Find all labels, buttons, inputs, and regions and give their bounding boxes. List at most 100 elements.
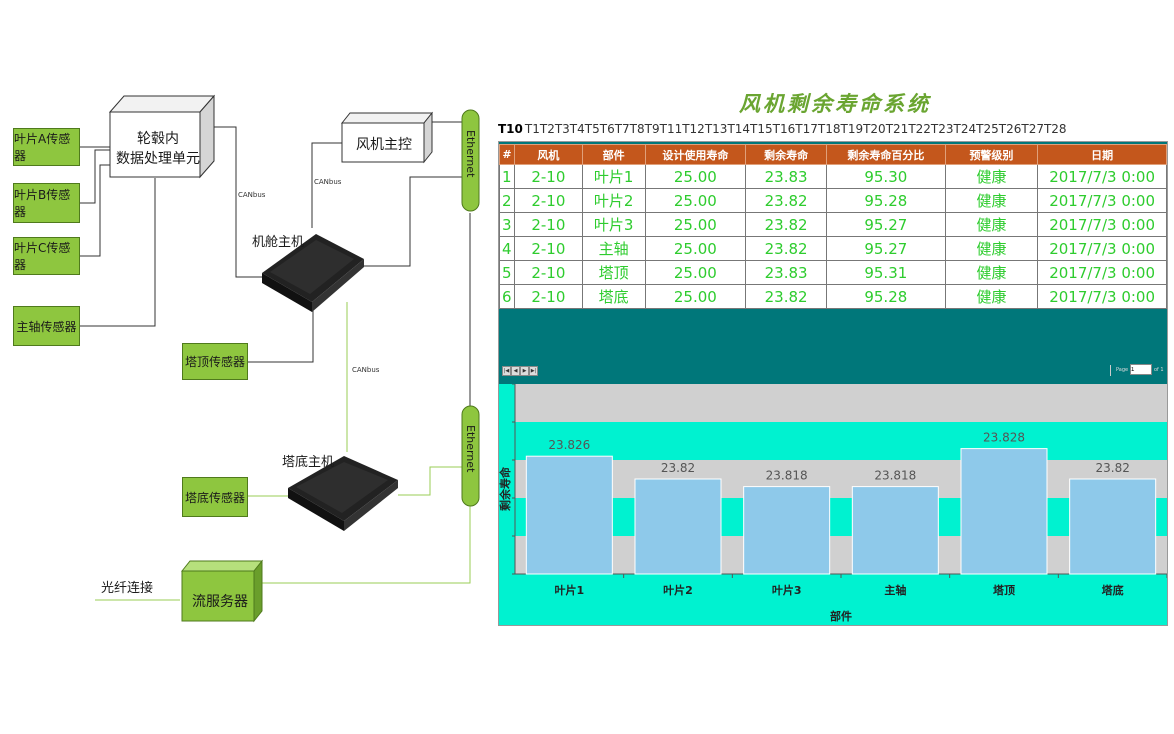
tab-t17[interactable]: T17 — [795, 122, 818, 136]
table-cell: 2-10 — [513, 260, 583, 285]
sensor-blade-a: 叶片A传感器 — [13, 128, 80, 166]
bar-value-label: 23.82 — [1095, 461, 1129, 475]
bar-1 — [634, 478, 722, 575]
tab-t4[interactable]: T4 — [569, 122, 585, 136]
table-cell: 23.83 — [745, 164, 828, 189]
bar-value-label: 23.82 — [661, 461, 695, 475]
tab-t3[interactable]: T3 — [554, 122, 570, 136]
tab-t23[interactable]: T23 — [930, 122, 954, 136]
canbus-label-tower: CANbus — [352, 366, 380, 374]
column-header[interactable]: 剩余寿命 — [745, 144, 828, 165]
tab-t7[interactable]: T7 — [614, 122, 630, 136]
bar-value-label: 23.828 — [983, 431, 1025, 445]
tab-t10[interactable]: T10 — [498, 122, 523, 136]
table-cell: 23.82 — [745, 284, 828, 309]
column-header[interactable]: 预警级别 — [944, 144, 1039, 165]
tab-t15[interactable]: T15 — [750, 122, 773, 136]
tab-t1[interactable]: T1 — [524, 122, 540, 136]
table-cell: 2-10 — [513, 164, 583, 189]
stream-server-box — [180, 559, 264, 623]
last-page-button[interactable]: ▶| — [529, 366, 538, 376]
tab-t16[interactable]: T16 — [772, 122, 796, 136]
column-header[interactable]: # — [499, 144, 515, 165]
nacelle-host-label: 机舱主机 — [252, 235, 305, 250]
table-cell: 2017/7/3 0:00 — [1037, 188, 1167, 213]
tab-t5[interactable]: T5 — [584, 122, 600, 136]
table-cell: 2017/7/3 0:00 — [1037, 164, 1167, 189]
column-header[interactable]: 设计使用寿命 — [644, 144, 747, 165]
column-header[interactable]: 风机 — [513, 144, 583, 165]
fiber-label: 光纤连接 — [101, 581, 154, 596]
table-cell: 叶片1 — [581, 164, 646, 189]
sensor-blade-c: 叶片C传感器 — [13, 237, 80, 275]
tab-t24[interactable]: T24 — [953, 122, 977, 136]
hub-label-line1: 轮毂内 — [137, 131, 179, 147]
sensor-main-shaft: 主轴传感器 — [13, 306, 80, 346]
table-cell: 2-10 — [513, 236, 583, 261]
table-cell: 1 — [499, 164, 515, 189]
sensor-tower-base: 塔底传感器 — [182, 477, 248, 517]
pager-bar: |◀ ◀ ▶ ▶| Page of 1 — [499, 360, 1167, 382]
table-cell: 95.27 — [826, 212, 946, 237]
table-cell: 2017/7/3 0:00 — [1037, 260, 1167, 285]
tab-t28[interactable]: T28 — [1043, 122, 1067, 136]
plot-band — [515, 498, 1167, 536]
bar-value-label: 23.818 — [766, 469, 808, 483]
table-cell: 25.00 — [644, 188, 747, 213]
tab-t25[interactable]: T25 — [976, 122, 999, 136]
first-page-button[interactable]: |◀ — [502, 366, 511, 376]
next-page-button[interactable]: ▶ — [520, 366, 529, 376]
table-cell: 塔底 — [581, 284, 646, 309]
x-tick-label: 叶片1 — [555, 583, 585, 597]
wind-turbine-master-box — [340, 111, 434, 164]
x-tick-label: 叶片2 — [663, 583, 693, 597]
tab-t19[interactable]: T19 — [840, 122, 864, 136]
tab-t20[interactable]: T20 — [863, 122, 886, 136]
tab-t9[interactable]: T9 — [644, 122, 660, 136]
x-tick-label: 主轴 — [884, 583, 906, 597]
table-cell: 23.82 — [745, 188, 828, 213]
tab-t2[interactable]: T2 — [539, 122, 555, 136]
column-header[interactable]: 日期 — [1037, 144, 1167, 165]
pager-separator — [1110, 365, 1111, 376]
tab-t21[interactable]: T21 — [885, 122, 909, 136]
tab-t26[interactable]: T26 — [998, 122, 1022, 136]
table-cell: 6 — [499, 284, 515, 309]
column-header[interactable]: 部件 — [581, 144, 646, 165]
tab-t8[interactable]: T8 — [629, 122, 645, 136]
stream-server-label: 流服务器 — [192, 594, 248, 610]
tab-t18[interactable]: T18 — [817, 122, 841, 136]
table-cell: 健康 — [944, 164, 1039, 189]
tab-t13[interactable]: T13 — [704, 122, 728, 136]
bar-0 — [525, 455, 613, 575]
tab-t22[interactable]: T22 — [908, 122, 931, 136]
ethernet-label-bottom: Ethernet — [464, 425, 477, 473]
tab-t6[interactable]: T6 — [599, 122, 615, 136]
tab-t27[interactable]: T27 — [1021, 122, 1044, 136]
ethernet-bus-bottom — [461, 405, 480, 507]
table-cell: 2-10 — [513, 212, 583, 237]
x-tick-label: 塔顶 — [993, 583, 1015, 597]
x-tick-label: 叶片3 — [772, 583, 802, 597]
table-cell: 95.27 — [826, 236, 946, 261]
master-label: 风机主控 — [356, 137, 412, 153]
page-input[interactable] — [1130, 364, 1152, 375]
tab-t11[interactable]: T11 — [659, 122, 683, 136]
bar-2 — [743, 486, 831, 575]
tower-host-label: 塔底主机 — [282, 455, 335, 470]
hub-label-line2: 数据处理单元 — [116, 151, 200, 167]
app-title: 风机剩余寿命系统 — [739, 91, 931, 116]
tab-t14[interactable]: T14 — [727, 122, 751, 136]
prev-page-button[interactable]: ◀ — [511, 366, 520, 376]
tab-t12[interactable]: T12 — [682, 122, 705, 136]
x-axis-title: 部件 — [830, 609, 852, 623]
column-header[interactable]: 剩余寿命百分比 — [826, 144, 946, 165]
